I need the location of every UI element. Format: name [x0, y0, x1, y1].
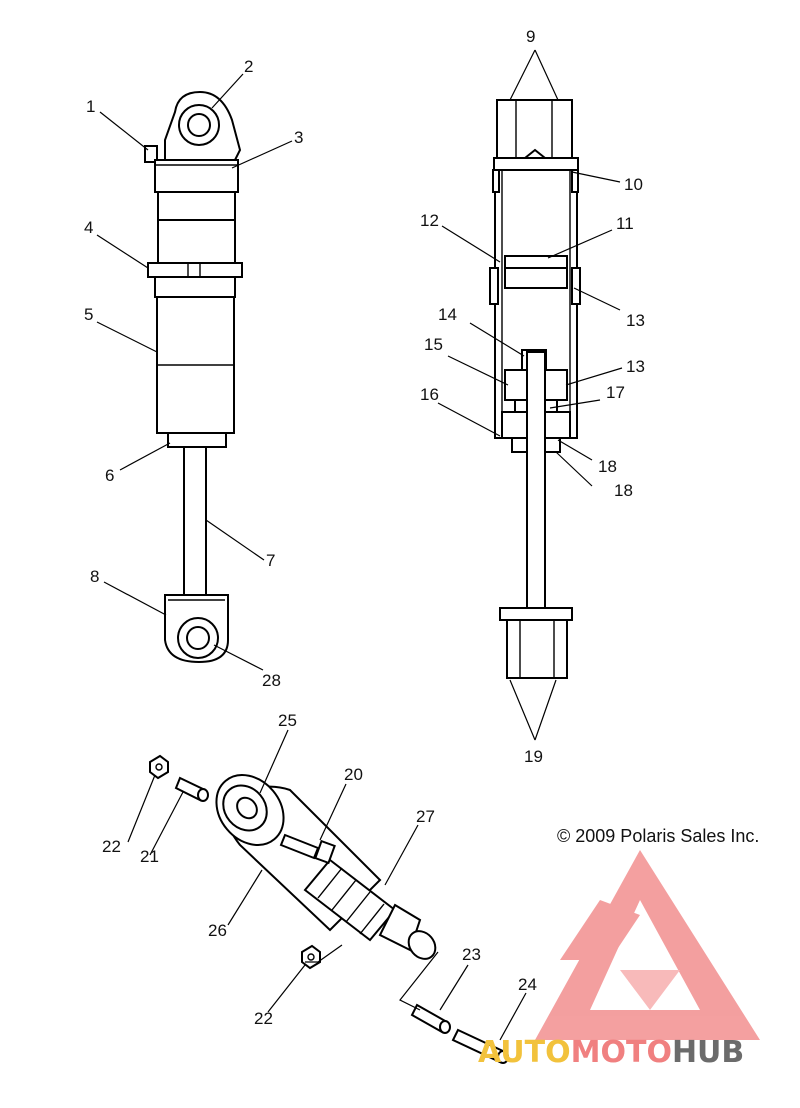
callout-3: 3 — [294, 128, 303, 147]
callout-9: 9 — [526, 27, 535, 46]
callout-1: 1 — [86, 97, 95, 116]
callout-27: 27 — [416, 807, 435, 826]
lower-eye — [407, 930, 437, 960]
upper-eye-bore — [236, 796, 258, 820]
nut-22-lower — [301, 944, 321, 970]
watermark-moto: MOTO — [571, 1035, 672, 1070]
leader-lines — [96, 49, 623, 1041]
upper-body — [157, 191, 236, 221]
top-eye-bore — [187, 113, 211, 137]
nut-22-upper — [149, 754, 169, 780]
spring-adjuster-collar — [147, 262, 243, 278]
svg-text:AUTOMOTOHUB: AUTOMOTOHUB — [478, 1035, 744, 1070]
callout-19: 19 — [524, 747, 543, 766]
watermark-hub: HUB — [672, 1035, 744, 1070]
callout-23: 23 — [462, 945, 481, 964]
floating-piston-body — [504, 267, 568, 289]
callout-labels: 1 2 3 4 5 6 7 8 28 9 10 11 12 13 14 15 1… — [84, 27, 645, 1028]
callout-12: 12 — [420, 211, 439, 230]
callout-10: 10 — [624, 175, 643, 194]
assembled-shock — [144, 90, 243, 664]
automotohub-logo-icon — [535, 850, 760, 1040]
callout-22-lower: 22 — [254, 1009, 273, 1028]
callout-28: 28 — [262, 671, 281, 690]
retaining-clip-mid — [489, 267, 499, 305]
callout-24: 24 — [518, 975, 537, 994]
callout-5: 5 — [84, 305, 93, 324]
shaft-seal-nut — [167, 432, 227, 448]
callout-8: 8 — [90, 567, 99, 586]
bottom-bushings — [506, 619, 568, 679]
cutaway-shock — [489, 99, 581, 679]
callout-13-upper: 13 — [626, 311, 645, 330]
cutaway-cap — [493, 157, 579, 171]
callout-26: 26 — [208, 921, 227, 940]
callout-21: 21 — [140, 847, 159, 866]
callout-17: 17 — [606, 383, 625, 402]
callout-18-lower: 18 — [614, 481, 633, 500]
copyright-notice: © 2009 Polaris Sales Inc. — [557, 826, 759, 846]
callout-6: 6 — [105, 466, 114, 485]
top-bushings — [496, 99, 573, 159]
body-segment — [157, 219, 236, 266]
coil-spring — [303, 858, 397, 942]
callout-16: 16 — [420, 385, 439, 404]
floating-piston — [504, 255, 568, 269]
callout-14: 14 — [438, 305, 457, 324]
mounting-hardware-shock — [149, 754, 509, 1064]
watermark-auto: AUTO — [478, 1035, 571, 1070]
bolt-20 — [279, 833, 320, 860]
callout-11: 11 — [616, 214, 634, 233]
damper-body — [154, 276, 236, 298]
callout-25: 25 — [278, 711, 297, 730]
callout-13-lower: 13 — [626, 357, 645, 376]
retaining-clip-mid-right — [571, 267, 581, 305]
callout-22-upper: 22 — [102, 837, 121, 856]
automotohub-watermark: AUTOMOTOHUB — [478, 1035, 744, 1070]
reservoir-cap — [154, 159, 239, 193]
callout-7: 7 — [266, 551, 275, 570]
bolt-20-head — [314, 839, 336, 865]
retaining-clip-top — [492, 169, 500, 193]
cutaway-shaft — [526, 351, 546, 623]
callout-4: 4 — [84, 218, 93, 237]
callout-20: 20 — [344, 765, 363, 784]
bottom-out-bumper — [499, 607, 573, 621]
bottom-eye-bore — [186, 626, 210, 650]
damper-shaft — [183, 446, 207, 596]
retaining-clip-top-right — [571, 169, 579, 193]
callout-2: 2 — [244, 57, 253, 76]
callout-15: 15 — [424, 335, 443, 354]
callout-18-upper: 18 — [598, 457, 617, 476]
